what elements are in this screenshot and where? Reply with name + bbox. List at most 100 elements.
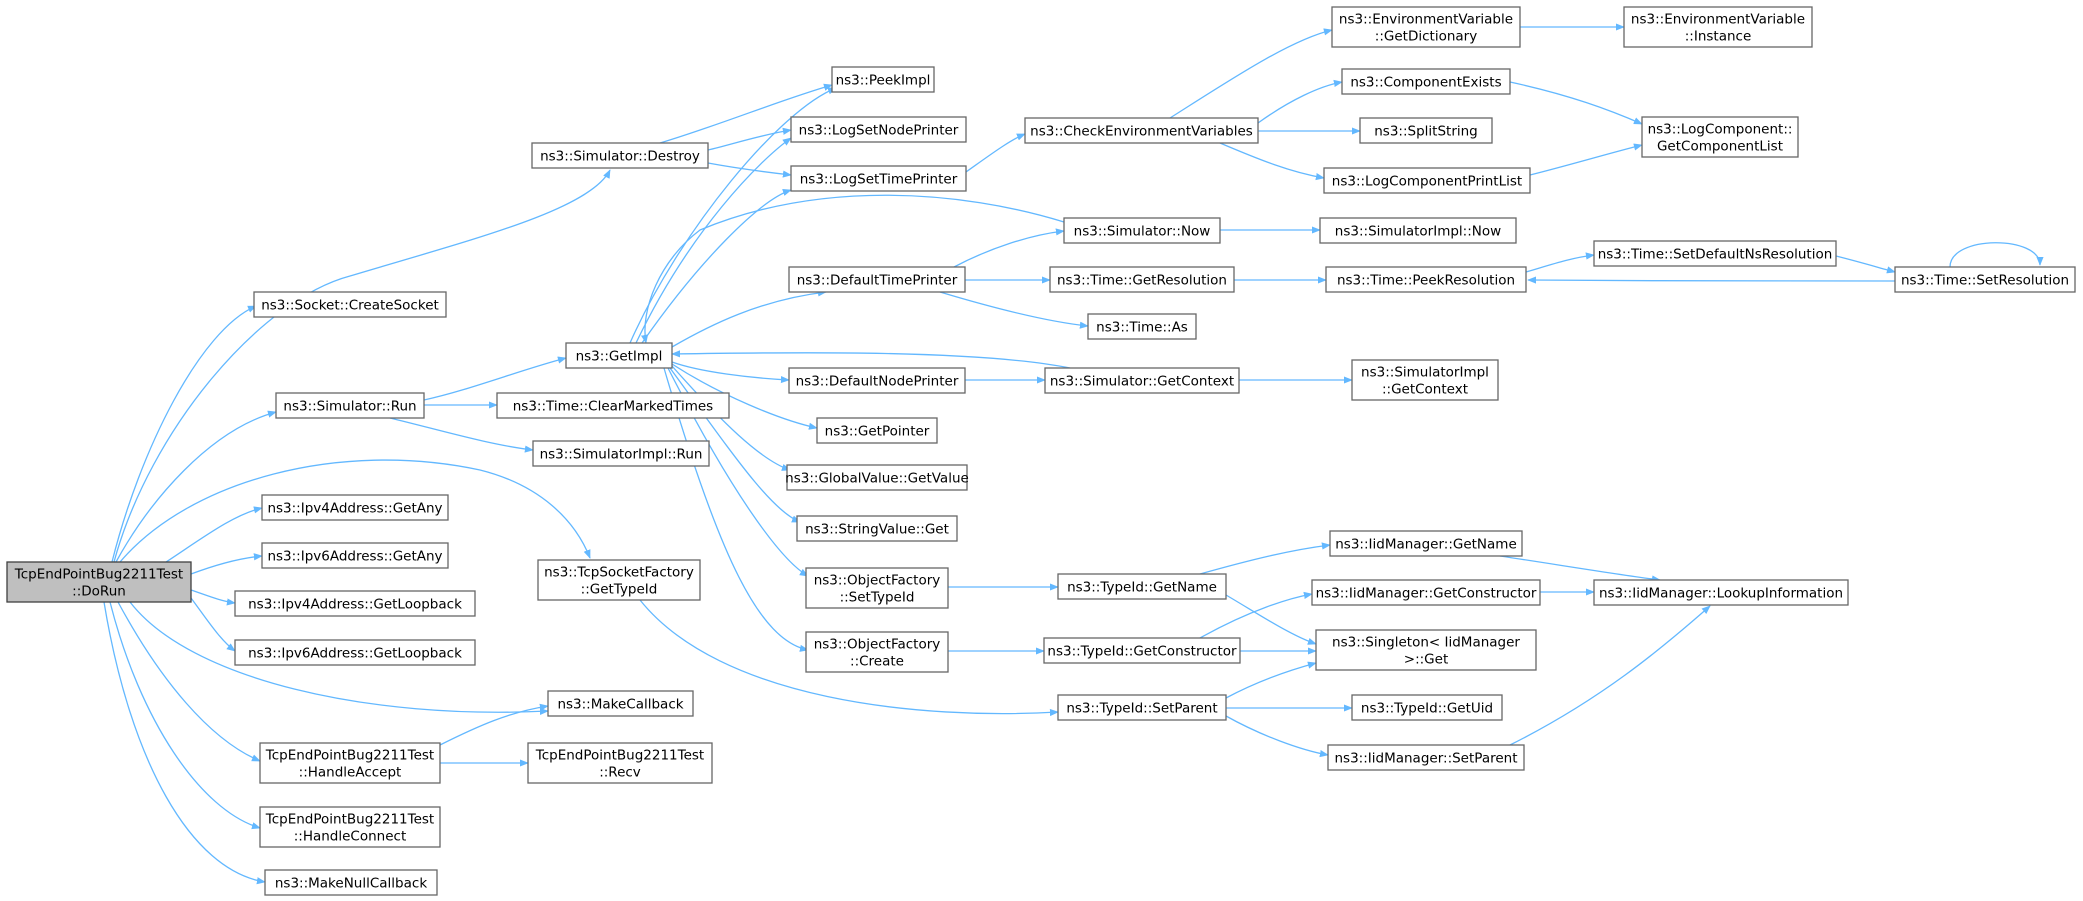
edge-tidgetctor-to-iidgetctor (1199, 591, 1313, 639)
node-lognode[interactable]: ns3::LogSetNodePrinter (790, 116, 967, 143)
edge-line (1219, 142, 1325, 181)
node-box (1315, 629, 1537, 671)
nodes: TcpEndPointBug2211Test::DoRun ns3::Simula… (6, 6, 2076, 896)
edge-line (103, 601, 266, 885)
node-ofcreate[interactable]: ns3::ObjectFactory::Create (805, 631, 949, 673)
node-logcomplist[interactable]: ns3::LogComponent::GetComponentList (1641, 116, 1799, 158)
node-box (796, 515, 958, 542)
node-simimplctx[interactable]: ns3::SimulatorImpl::GetContext (1351, 359, 1499, 401)
edge-checkenv-to-compexists (1257, 79, 1343, 124)
edge-line (641, 189, 792, 344)
node-simimplrun[interactable]: ns3::SimulatorImpl::Run (532, 440, 710, 467)
node-timeas[interactable]: ns3::Time::As (1087, 313, 1197, 340)
node-logcompprint[interactable]: ns3::LogComponentPrintList (1323, 167, 1531, 194)
edge-line (1225, 594, 1317, 645)
edge-root-to-ipv6loop (190, 597, 236, 652)
node-label: ns3::Simulator::GetContext (1050, 374, 1234, 390)
node-handleconnect[interactable]: TcpEndPointBug2211Test::HandleConnect (259, 806, 441, 848)
node-label: TcpEndPointBug2211Test (535, 748, 704, 764)
edge-run-to-simimplrun (389, 417, 534, 453)
node-label: ns3::TypeId::GetConstructor (1047, 644, 1237, 660)
edge-line (190, 597, 236, 652)
node-tcpsockfactory[interactable]: ns3::TcpSocketFactory::GetTypeId (537, 559, 701, 601)
node-cleartimes[interactable]: ns3::Time::ClearMarkedTimes (496, 392, 730, 419)
node-box (234, 590, 476, 617)
node-handleaccept[interactable]: TcpEndPointBug2211Test::HandleAccept (259, 742, 441, 784)
node-makecallback[interactable]: ns3::MakeCallback (547, 690, 694, 717)
node-getpointer[interactable]: ns3::GetPointer (816, 417, 938, 444)
node-envgetdict[interactable]: ns3::EnvironmentVariable::GetDictionary (1331, 6, 1521, 48)
node-getimpl[interactable]: ns3::GetImpl (565, 342, 673, 369)
node-iidgetctor[interactable]: ns3::IidManager::GetConstructor (1311, 579, 1541, 606)
node-iidsetparent[interactable]: ns3::IidManager::SetParent (1327, 744, 1525, 771)
node-box (275, 392, 425, 419)
node-label: ns3::MakeNullCallback (275, 876, 427, 892)
node-run[interactable]: ns3::Simulator::Run (275, 392, 425, 419)
edge-getimpl-to-ofcreate (663, 367, 809, 652)
node-simnow[interactable]: ns3::Simulator::Now (1063, 217, 1221, 244)
edge-compexists-to-logcomplist (1509, 81, 1643, 125)
node-peekimpl[interactable]: ns3::PeekImpl (831, 66, 935, 93)
node-gvgetvalue[interactable]: ns3::GlobalValue::GetValue (785, 464, 969, 491)
node-label: ns3::Time::As (1096, 320, 1188, 336)
edge-simnow-to-getimpl (641, 194, 1065, 344)
node-createsocket[interactable]: ns3::Socket::CreateSocket (253, 291, 447, 318)
node-compexists[interactable]: ns3::ComponentExists (1341, 68, 1511, 95)
node-ipv6any[interactable]: ns3::Ipv6Address::GetAny (261, 542, 449, 569)
node-tidgetname[interactable]: ns3::TypeId::GetName (1057, 573, 1227, 600)
node-label: ns3::Simulator::Destroy (540, 149, 700, 165)
node-timegetres[interactable]: ns3::Time::GetResolution (1049, 266, 1235, 293)
node-tidsetparent[interactable]: ns3::TypeId::SetParent (1057, 694, 1227, 721)
edge-root-to-createsocket (111, 305, 257, 563)
node-defnodeprinter[interactable]: ns3::DefaultNodePrinter (788, 367, 966, 394)
node-ipv4loop[interactable]: ns3::Ipv4Address::GetLoopback (234, 590, 476, 617)
node-singleton[interactable]: ns3::Singleton< IidManager>::Get (1315, 629, 1537, 671)
node-root[interactable]: TcpEndPointBug2211Test::DoRun (6, 561, 192, 603)
edge-line (119, 459, 591, 563)
edge-line (1525, 252, 1595, 273)
node-box (1623, 6, 1813, 48)
node-ipv6loop[interactable]: ns3::Ipv6Address::GetLoopback (234, 639, 476, 666)
node-label: ns3::LogSetNodePrinter (799, 123, 959, 139)
node-label: ns3::SplitString (1374, 124, 1478, 140)
node-logtime[interactable]: ns3::LogSetTimePrinter (790, 165, 967, 192)
node-label: ::Recv (599, 765, 641, 781)
node-label: ::Instance (1685, 29, 1752, 45)
node-tidgetctor[interactable]: ns3::TypeId::GetConstructor (1043, 637, 1241, 664)
edge-root-to-handleaccept (117, 601, 261, 762)
node-strvalget[interactable]: ns3::StringValue::Get (796, 515, 958, 542)
node-label: ns3::Ipv6Address::GetAny (267, 549, 442, 565)
node-label: ns3::IidManager::LookupInformation (1599, 586, 1843, 602)
node-checkenv[interactable]: ns3::CheckEnvironmentVariables (1024, 117, 1259, 144)
edge-root-to-run (115, 410, 277, 563)
node-simgetctx[interactable]: ns3::Simulator::GetContext (1044, 367, 1240, 394)
node-iidgetname[interactable]: ns3::IidManager::GetName (1329, 530, 1523, 557)
node-destroy[interactable]: ns3::Simulator::Destroy (531, 142, 709, 169)
node-box (1063, 217, 1221, 244)
node-makenullcb[interactable]: ns3::MakeNullCallback (264, 869, 438, 896)
edge-root-to-ipv6any (190, 553, 263, 575)
node-tidgetuid[interactable]: ns3::TypeId::GetUid (1351, 694, 1503, 721)
node-ofsettypeid[interactable]: ns3::ObjectFactory::SetTypeId (805, 567, 949, 609)
node-iidlookup[interactable]: ns3::IidManager::LookupInformation (1593, 579, 1849, 606)
node-box (1323, 167, 1531, 194)
node-box (788, 266, 966, 293)
node-timesetres[interactable]: ns3::Time::SetResolution (1894, 266, 2076, 293)
node-splitstring[interactable]: ns3::SplitString (1359, 117, 1493, 144)
node-simimplnow[interactable]: ns3::SimulatorImpl::Now (1319, 217, 1517, 244)
node-setdefnsres[interactable]: ns3::Time::SetDefaultNsResolution (1593, 240, 1837, 267)
node-ipv4any[interactable]: ns3::Ipv4Address::GetAny (261, 494, 449, 521)
node-recv[interactable]: TcpEndPointBug2211Test::Recv (527, 742, 713, 784)
node-envinstance[interactable]: ns3::EnvironmentVariable::Instance (1623, 6, 1813, 48)
node-label: ::DoRun (72, 584, 126, 600)
node-timepeekres[interactable]: ns3::Time::PeekResolution (1325, 266, 1527, 293)
node-label: ns3::LogComponentPrintList (1332, 174, 1522, 190)
node-label: ns3::Time::GetResolution (1057, 273, 1227, 289)
node-deftimeprinter[interactable]: ns3::DefaultTimePrinter (788, 266, 966, 293)
node-box (527, 742, 713, 784)
node-box (1351, 359, 1499, 401)
edge-line (117, 601, 261, 762)
node-box (1593, 240, 1837, 267)
node-label: ns3::Ipv4Address::GetLoopback (248, 597, 462, 613)
node-label: ns3::ObjectFactory (814, 573, 941, 589)
